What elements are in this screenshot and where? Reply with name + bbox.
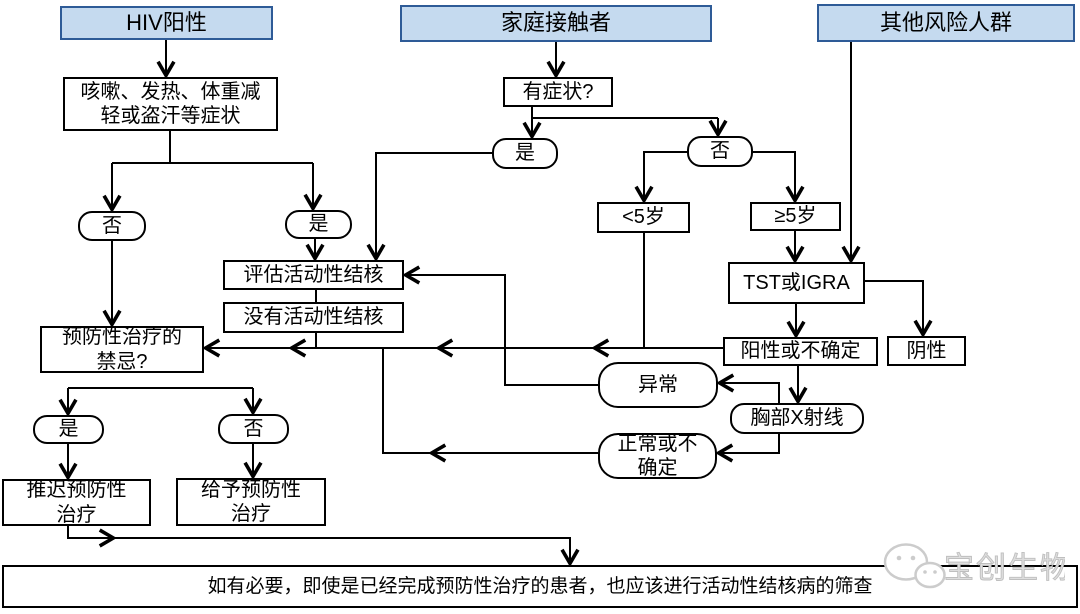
node-under-5-years: <5岁	[597, 202, 690, 233]
node-symptoms-list: 咳嗽、发热、体重减 轻或盗汗等症状	[63, 77, 278, 131]
watermark-text: 宝创生物	[944, 552, 1065, 585]
node-hiv-positive-header: HIV阳性	[60, 6, 273, 40]
watermark: 宝创生物	[883, 543, 1065, 589]
node-no-active-tb: 没有活动性结核	[223, 302, 404, 333]
node-household-yes: 是	[492, 138, 558, 169]
node-household-no: 否	[687, 136, 753, 167]
watermark-chat-bubbles-icon	[883, 543, 946, 589]
node-negative: 阴性	[887, 336, 966, 366]
node-other-risk-groups-header: 其他风险人群	[817, 4, 1075, 42]
node-has-symptoms: 有症状?	[503, 77, 613, 107]
node-defer-preventive-treatment: 推迟预防性 治疗	[2, 479, 151, 526]
node-give-preventive-treatment: 给予预防性 治疗	[176, 478, 326, 526]
node-evaluate-active-tb: 评估活动性结核	[223, 260, 404, 290]
connector-lines	[68, 40, 923, 563]
node-contraindication-no: 否	[218, 414, 289, 444]
node-household-contacts-header: 家庭接触者	[400, 5, 712, 42]
node-contraindication-question: 预防性治疗的 禁忌?	[40, 326, 204, 373]
node-hiv-symptoms-yes: 是	[285, 210, 352, 239]
node-positive-or-uncertain: 阳性或不确定	[723, 337, 878, 366]
node-tst-or-igra: TST或IGRA	[728, 262, 865, 304]
node-hiv-symptoms-no: 否	[78, 211, 146, 241]
node-chest-xray: 胸部X射线	[730, 403, 864, 434]
node-normal-or-uncertain: 正常或不 确定	[598, 433, 717, 479]
node-over-5-years: ≥5岁	[750, 202, 841, 231]
node-contraindication-yes: 是	[33, 415, 104, 444]
node-abnormal: 异常	[598, 362, 718, 408]
